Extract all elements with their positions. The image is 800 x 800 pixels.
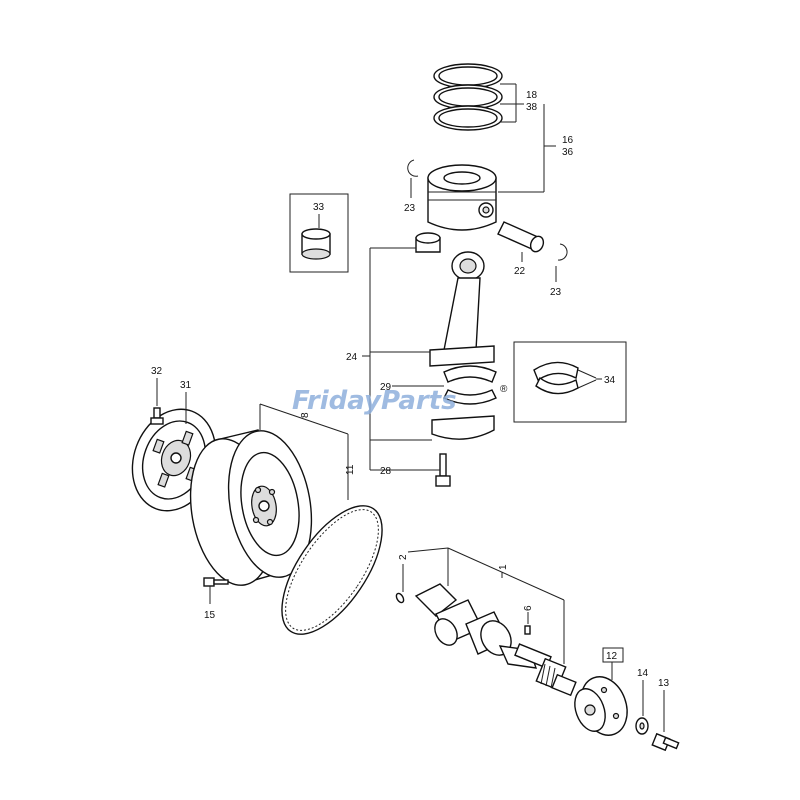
label-13: 13: [658, 678, 670, 689]
label-28: 28: [380, 466, 392, 477]
woodruff-key: [524, 612, 531, 635]
label-23-right: 23: [550, 287, 562, 298]
crank-bolt: [651, 690, 680, 752]
circlip-right: [555, 243, 568, 282]
flywheel: [189, 429, 313, 586]
label-1: 1: [498, 564, 509, 570]
leader-16-36: [498, 104, 556, 193]
label-36: 36: [562, 147, 574, 158]
label-38: 38: [526, 102, 538, 113]
crankshaft: [414, 583, 577, 697]
label-34: 34: [604, 375, 616, 386]
rod-cap: [431, 415, 495, 440]
piston-rings: [433, 63, 503, 131]
label-8: 8: [300, 412, 311, 418]
washer: [635, 680, 649, 735]
leader-8: [259, 403, 349, 500]
small-end-bushing: [415, 232, 441, 253]
inset-box-33: [289, 193, 349, 273]
leader-18-38: [500, 83, 524, 123]
label-14: 14: [637, 668, 649, 679]
label-31: 31: [180, 380, 192, 391]
label-12: 12: [606, 651, 618, 662]
label-33: 33: [313, 202, 325, 213]
inset-box-34: [513, 341, 627, 423]
label-29: 29: [380, 382, 392, 393]
label-18: 18: [526, 90, 538, 101]
leader-24-28-29: [362, 247, 444, 471]
fridayparts-watermark: FridayParts ®: [292, 384, 508, 416]
label-15: 15: [204, 610, 216, 621]
circlip-left: [407, 159, 419, 198]
watermark-brand: FridayParts: [292, 386, 457, 416]
label-32: 32: [151, 366, 163, 377]
flywheel-bolt: [203, 577, 229, 604]
connecting-rod: [429, 251, 495, 367]
piston: [427, 164, 497, 231]
label-12-box: [602, 647, 624, 663]
crank-pulley-hub: [574, 676, 628, 736]
label-11: 11: [345, 464, 356, 475]
label-23-left: 23: [404, 203, 416, 214]
piston-pin: [497, 221, 545, 262]
label-22: 22: [514, 266, 526, 277]
ring-gear: [281, 505, 383, 635]
label-24: 24: [346, 352, 358, 363]
label-6: 6: [523, 605, 534, 611]
rod-bolt: [435, 453, 451, 487]
bushing-33: [301, 228, 331, 260]
clutch-bolt: [150, 378, 164, 425]
watermark-registered-mark: ®: [500, 384, 508, 395]
leader-1: [407, 547, 565, 664]
dowel-pin: [395, 564, 405, 604]
bearing-shells: [443, 365, 497, 405]
bearing-34: [533, 361, 579, 395]
label-2: 2: [398, 554, 409, 560]
label-16: 16: [562, 135, 574, 146]
